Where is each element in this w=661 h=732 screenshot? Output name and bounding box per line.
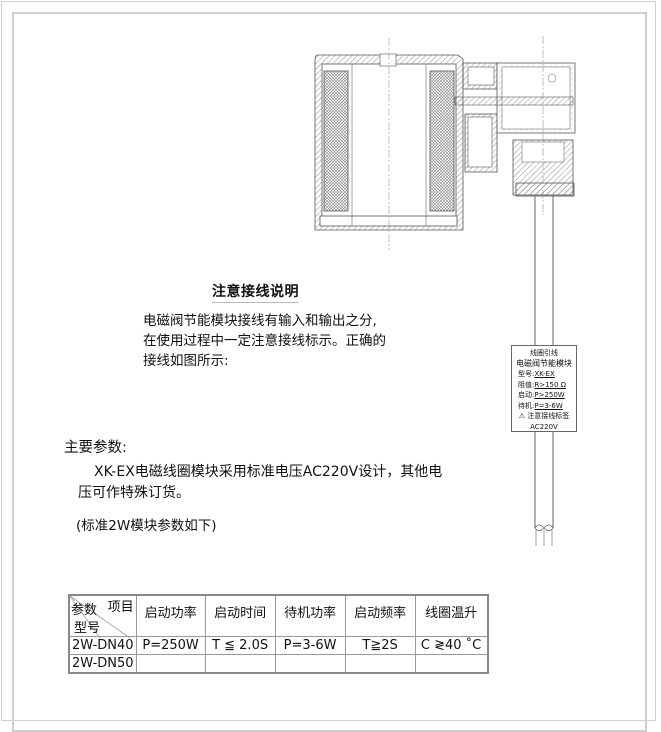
label-voltage: AC220V xyxy=(530,422,558,431)
table-cell: T≧2S xyxy=(344,636,416,655)
label-row-model: 型号:XK-EX xyxy=(518,370,555,378)
wiring-note-line: 接线如图所示: xyxy=(143,353,229,369)
solenoid-coil-drawing xyxy=(314,36,576,546)
label-title: 电磁阀节能模块 xyxy=(516,358,572,368)
label-row-standby: 待机:P=3-6W xyxy=(518,401,563,410)
main-params-line: XK-EX电磁线圈模块采用标准电压AC220V设计，其他电 xyxy=(94,464,443,480)
table-column-header: 启动功率 xyxy=(135,594,206,637)
table-cell: P=250W xyxy=(135,636,206,655)
wiring-note-line: 在使用过程中一定注意接线标示。正确的 xyxy=(143,333,386,349)
main-params-note: (标准2W模块参数如下) xyxy=(76,518,217,534)
corner-label-items: 项目 xyxy=(107,600,134,615)
table-cell-model: 2W-DN40 xyxy=(68,636,137,655)
connector-body xyxy=(454,36,576,215)
table-cell xyxy=(344,654,416,674)
warning-triangle-icon: ⚠ xyxy=(518,412,526,420)
table-row: 2W-DN50 xyxy=(68,654,489,674)
spec-table: 参数 项目 型号 启动功率 启动时间 待机功率 启动频率 线圈温升 2W-DN4… xyxy=(68,594,489,674)
cable xyxy=(534,196,554,546)
table-cell xyxy=(414,654,489,674)
label-warning: ⚠ 注意接线标签 xyxy=(518,412,570,420)
table-cell xyxy=(204,654,276,674)
label-row-startup: 启动:P>250W xyxy=(518,391,565,399)
main-params-body: XK-EX电磁线圈模块采用标准电压AC220V设计，其他电 压可作特殊订货。 xyxy=(64,462,484,504)
corner-label-params: 参数 xyxy=(71,603,98,618)
table-header-row: 参数 项目 型号 启动功率 启动时间 待机功率 启动频率 线圈温升 xyxy=(68,594,489,638)
table-column-header: 待机功率 xyxy=(274,594,346,637)
corner-label-model: 型号 xyxy=(74,621,101,636)
main-params-heading: 主要参数: xyxy=(64,440,127,456)
table-cell xyxy=(135,654,206,674)
table-cell: T ≦ 2.0S xyxy=(204,636,276,655)
lead-text: 线圈引线 xyxy=(530,349,558,357)
table-cell: C ≷40 ˚C xyxy=(414,636,489,655)
coil-housing xyxy=(314,38,464,250)
table-column-header: 启动频率 xyxy=(344,594,416,637)
wiring-note-body: 电磁阀节能模块接线有输入和输出之分, 在使用过程中一定注意接线标示。正确的 接线… xyxy=(143,311,433,371)
wiring-note-title: 注意接线说明 xyxy=(212,281,299,303)
main-params-line: 压可作特殊订货。 xyxy=(78,485,190,501)
table-cell-model: 2W-DN50 xyxy=(68,654,137,674)
table-cell xyxy=(274,654,346,674)
table-column-header: 线圈温升 xyxy=(414,594,489,637)
table-row: 2W-DN40 P=250W T ≦ 2.0S P=3-6W T≧2S C ≷4… xyxy=(68,636,489,655)
table-corner-cell: 参数 项目 型号 xyxy=(68,594,137,638)
corner-diagonal-lines xyxy=(70,596,130,638)
table-column-header: 启动时间 xyxy=(204,594,276,637)
wiring-note-line: 电磁阀节能模块接线有输入和输出之分, xyxy=(143,313,377,329)
table-cell: P=3-6W xyxy=(274,636,346,655)
cable-label-tag: 线圈引线 电磁阀节能模块 型号:XK-EX 阻值:R>150 Ω 启动:P>25… xyxy=(511,345,577,432)
label-row-resistance: 阻值:R>150 Ω xyxy=(518,380,567,389)
